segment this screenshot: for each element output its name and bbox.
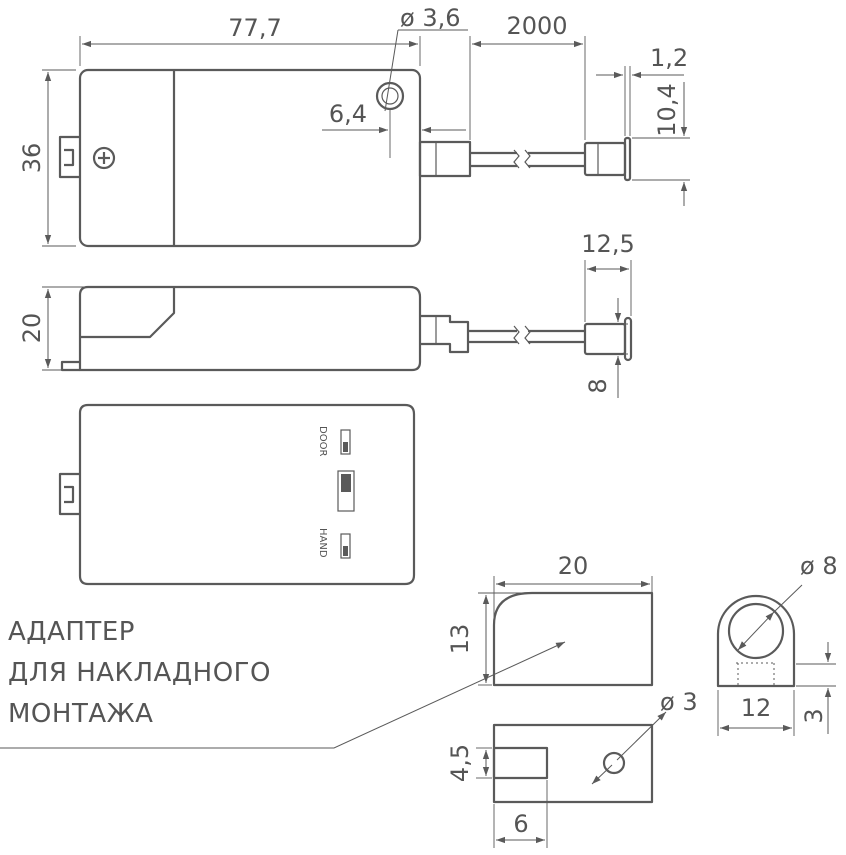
mounting-notch	[58, 135, 80, 179]
adapter-top-view: ø 3 4,5 6	[446, 688, 698, 848]
ring-view: ø 8 12 3	[716, 552, 838, 736]
dim-cable-length: 2000	[506, 12, 567, 40]
dim-slot-width: 6	[513, 810, 528, 838]
mounting-hole	[375, 81, 405, 111]
adapter-hole	[602, 751, 626, 775]
adapter-slot	[492, 746, 549, 780]
bottom-view: DOOR HAND	[58, 403, 416, 586]
bottom-notch	[58, 472, 80, 516]
dim-adapter-height: 13	[446, 624, 474, 655]
callout-line-3: МОНТАЖА	[8, 699, 153, 729]
ring-bore	[727, 602, 785, 660]
side-connector	[420, 314, 470, 354]
dim-ring-base: 3	[800, 708, 828, 723]
dim-plug-diameter: 8	[584, 378, 612, 393]
side-cable	[468, 325, 585, 345]
dim-plug-length: 12,5	[581, 230, 634, 258]
adapter-body	[492, 591, 654, 687]
top-view: 77,7 ø 3,6 6,4 2000 1,2 10,4 36	[18, 4, 690, 248]
bottom-view-body	[78, 403, 416, 586]
callout-line-2: ДЛЯ НАКЛАДНОГО	[8, 658, 271, 688]
callout-line-1: АДАПТЕР	[8, 617, 135, 647]
mode-switch	[337, 470, 355, 512]
adapter-callout: АДАПТЕР ДЛЯ НАКЛАДНОГО МОНТАЖА	[0, 617, 566, 749]
dim-plug-height: 10,4	[653, 83, 681, 136]
side-view-body	[78, 285, 422, 372]
adapter-top-body	[492, 723, 654, 804]
cable	[470, 149, 585, 169]
dim-ring-width: 12	[741, 694, 772, 722]
switch-hand	[340, 533, 351, 559]
label-hand: HAND	[317, 528, 328, 558]
dim-hole-offset: 6,4	[329, 100, 367, 128]
adapter-side-view: 20 13	[446, 552, 654, 687]
label-door: DOOR	[317, 426, 328, 456]
dim-depth-side: 20	[18, 313, 46, 344]
cable-connector	[418, 140, 472, 178]
dim-height-top: 36	[18, 143, 46, 174]
top-view-body	[78, 68, 422, 248]
side-view: 20 12,5 8	[18, 230, 635, 398]
dim-hole-diameter: ø 3,6	[400, 4, 460, 32]
magnet-plug	[583, 136, 632, 182]
dim-ring-diameter: ø 8	[800, 552, 838, 580]
dim-slot-height: 4,5	[446, 744, 474, 782]
dim-length: 77,7	[228, 14, 281, 42]
dim-adapter-width: 20	[558, 552, 589, 580]
dim-adapter-hole: ø 3	[660, 688, 698, 716]
dim-cap-thickness: 1,2	[650, 44, 688, 72]
switch-door	[340, 429, 351, 455]
screw-icon	[92, 146, 116, 170]
ring-body	[716, 594, 796, 688]
